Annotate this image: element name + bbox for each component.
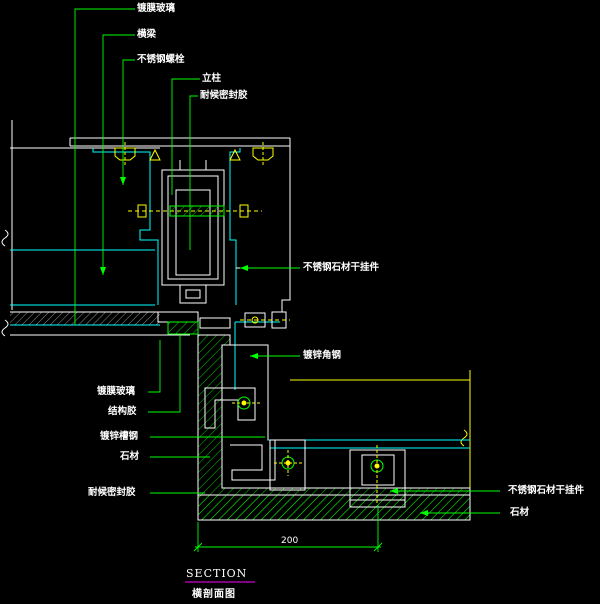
leader-arrows bbox=[100, 177, 428, 516]
label-coated-glass: 镀膜玻璃 bbox=[137, 3, 176, 14]
drawing-subtitle: 横剖面图 bbox=[192, 589, 236, 600]
label-stainless-bolt: 不锈钢螺栓 bbox=[137, 54, 185, 65]
top-bolts bbox=[114, 142, 274, 165]
dimension-value: 200 bbox=[281, 536, 299, 546]
label-stone-hanger-upper: 不锈钢石材干挂件 bbox=[303, 262, 380, 273]
label-mullion: 立柱 bbox=[202, 73, 222, 84]
label-coated-glass-2: 镀膜玻璃 bbox=[97, 386, 136, 397]
label-structural-glue: 结构胶 bbox=[108, 406, 137, 417]
label-stone-1: 石材 bbox=[120, 451, 140, 462]
leader-lines bbox=[74, 8, 500, 514]
glazing-joint bbox=[157, 311, 290, 390]
label-stone-2: 石材 bbox=[510, 507, 530, 518]
label-stone-hanger-lower: 不锈钢石材干挂件 bbox=[508, 485, 585, 496]
drawing-title: SECTION bbox=[186, 567, 248, 580]
label-galv-channel: 镀锌槽钢 bbox=[100, 431, 139, 442]
stone-cladding bbox=[197, 334, 471, 521]
galvanized-channel bbox=[204, 344, 276, 481]
dimension-line bbox=[193, 505, 383, 552]
glass-panel-outline bbox=[10, 120, 291, 310]
label-weather-sealant: 耐候密封胶 bbox=[88, 487, 136, 498]
label-transom: 横梁 bbox=[137, 29, 157, 40]
stone-hanger-upper bbox=[236, 267, 471, 500]
mullion-box bbox=[161, 160, 225, 304]
label-seal-strip: 耐候密封胶 bbox=[200, 90, 248, 101]
mullion-bolt bbox=[128, 204, 262, 218]
left-glass-layers bbox=[1, 229, 190, 337]
lower-bracket bbox=[268, 439, 470, 508]
label-galv-angle: 镀锌角钢 bbox=[303, 350, 342, 361]
transom-profile bbox=[92, 148, 241, 305]
